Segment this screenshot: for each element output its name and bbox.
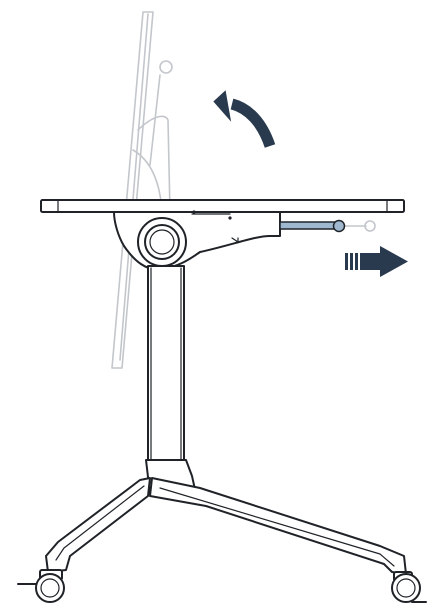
- ghost-lever-end: [364, 220, 376, 232]
- table-top: [40, 199, 405, 213]
- ghost-release-lever: [149, 74, 161, 166]
- ghost-lever-knob: [159, 60, 173, 74]
- column-tube: [147, 265, 185, 463]
- ghost-pivot-bracket: [137, 115, 171, 213]
- ghost-tabletop-edge: [119, 13, 149, 361]
- left-caster-wheel: [35, 573, 65, 603]
- table-column: [147, 265, 185, 463]
- lever-rod: [279, 221, 336, 230]
- tilt-up-arrow: [213, 90, 276, 148]
- pull-right-arrow: [345, 246, 408, 277]
- release-lever: [279, 219, 346, 233]
- base-frame: [45, 459, 407, 575]
- left-caster: [17, 569, 65, 603]
- right-caster-wheel: [391, 573, 421, 603]
- tabletop-panel: [40, 199, 405, 213]
- left-leg: [45, 477, 151, 573]
- lever-knob: [332, 219, 346, 233]
- ghost-tabletop-panel: [111, 11, 154, 369]
- mechanism-housing: [113, 210, 281, 271]
- right-caster: [391, 571, 427, 603]
- pivot-hub-inner: [144, 224, 180, 260]
- right-leg: [149, 477, 407, 575]
